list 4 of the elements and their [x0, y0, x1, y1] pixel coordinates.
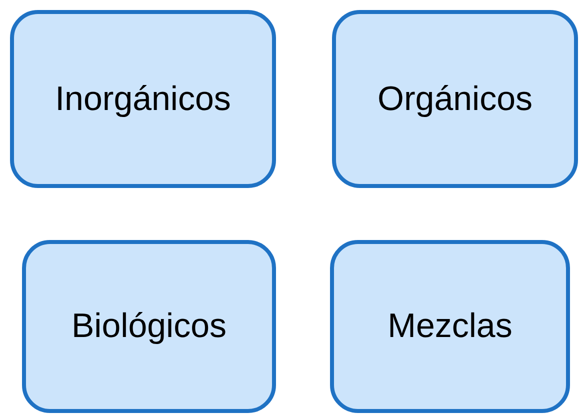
category-box: Inorgánicos	[10, 10, 276, 188]
category-box: Orgánicos	[332, 10, 578, 188]
category-box: Mezclas	[330, 240, 570, 413]
category-box: Biológicos	[22, 240, 276, 413]
